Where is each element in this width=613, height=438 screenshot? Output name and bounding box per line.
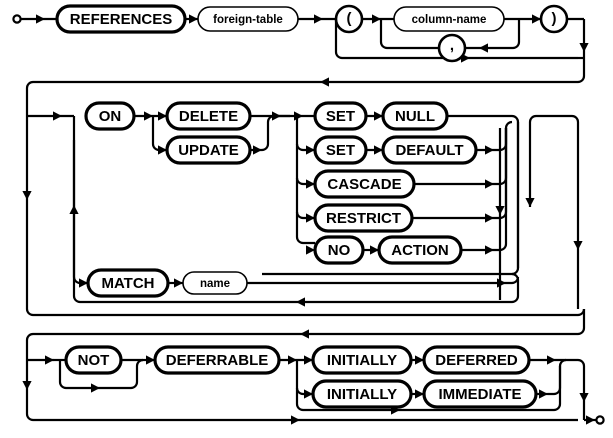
arrow-icon — [532, 14, 541, 24]
token-set-default-label: SET — [326, 142, 355, 159]
arrow-icon — [22, 381, 32, 390]
token-deferrable-label: DEFERRABLE — [166, 352, 269, 369]
arrow-icon — [479, 43, 488, 53]
arrow-icon — [320, 77, 329, 87]
token-comma — [437, 33, 467, 63]
token-action-label: ACTION — [391, 242, 449, 259]
rail-merge-b — [494, 120, 513, 152]
arrow-icon — [495, 206, 505, 215]
token-set-null-label: SET — [326, 108, 355, 125]
arrow-icon — [69, 205, 79, 214]
arrow-icon — [579, 43, 589, 52]
rail-group3-out — [566, 358, 586, 420]
end-cap-icon — [595, 415, 605, 425]
rail-fan-initially2 — [295, 387, 313, 396]
rail-match-merge — [506, 276, 520, 285]
token-immediate-label: IMMEDIATE — [438, 386, 521, 403]
token-references-label: REFERENCES — [70, 11, 173, 28]
arrow-icon — [91, 383, 100, 393]
token-restrict-label: RESTRICT — [326, 210, 401, 227]
rail-wrap-1to2 — [25, 75, 586, 110]
arrow-icon — [288, 355, 297, 365]
token-cascade-label: CASCADE — [327, 176, 401, 193]
arrow-icon — [189, 14, 198, 24]
row-references: REFERENCES foreign-table ( column-name — [12, 4, 589, 110]
start-cap-icon — [12, 14, 22, 24]
arrow-icon — [485, 245, 494, 255]
arrow-icon — [22, 191, 32, 200]
row-on-match: ON DELETE UPDATE — [22, 101, 586, 350]
rail-branch-update — [151, 116, 167, 152]
arrow-icon — [586, 415, 595, 425]
rail-update-merge — [250, 114, 290, 152]
rail-comma-loop-left — [379, 19, 439, 50]
arrow-icon — [573, 241, 583, 250]
arrow-icon — [372, 14, 381, 24]
token-update-label: UPDATE — [178, 142, 239, 159]
token-no-label: NO — [328, 242, 351, 259]
arrow-icon — [497, 278, 506, 288]
token-lparen-label: ( — [347, 10, 352, 27]
rail-comma-loop-right — [465, 19, 521, 50]
token-name-label: name — [200, 278, 230, 290]
arrow-icon — [539, 389, 548, 399]
token-default-label: DEFAULT — [395, 142, 463, 159]
arrow-icon — [45, 355, 54, 365]
token-deferred-label: DEFERRED — [435, 352, 518, 369]
token-initially-2-label: INITIALLY — [327, 386, 397, 403]
arrow-icon — [53, 111, 62, 121]
rail-fan-setdefault — [295, 143, 315, 152]
rail-merge-skip — [480, 366, 562, 412]
rail-fan-cascade — [295, 177, 315, 186]
token-match-label: MATCH — [101, 275, 154, 292]
token-rparen-label: ) — [552, 10, 557, 27]
arrow-icon — [485, 213, 494, 223]
rail-not-skip — [58, 358, 144, 390]
rail-group2-bypass — [25, 110, 578, 317]
arrow-icon — [144, 111, 153, 121]
rail-fan-restrict — [295, 211, 315, 220]
token-initially-1-label: INITIALLY — [327, 352, 397, 369]
arrow-icon — [174, 278, 183, 288]
arrow-icon — [485, 145, 494, 155]
token-not-label: NOT — [78, 352, 110, 369]
token-null-label: NULL — [395, 108, 435, 125]
rail-group2-exit-right — [571, 114, 580, 309]
rail-on-group-out — [528, 114, 572, 123]
arrow-icon — [272, 111, 281, 121]
token-column-name-label: column-name — [412, 14, 487, 26]
arrow-icon — [300, 329, 309, 339]
arrow-icon — [485, 179, 494, 189]
arrow-icon — [296, 297, 305, 307]
row-deferrable: NOT DEFERRABLE INITIALLY — [22, 345, 605, 425]
arrow-icon — [547, 355, 556, 365]
rail-paren-bypass — [334, 19, 578, 60]
arrow-icon — [314, 14, 323, 24]
arrow-icon — [579, 393, 589, 402]
arrow-icon — [36, 14, 45, 24]
rail-merge-immediate — [548, 358, 567, 396]
rail-action-fanout — [295, 116, 315, 245]
arrow-icon — [525, 198, 535, 207]
rail-group2-repeat — [72, 140, 520, 304]
token-foreign-table-label: foreign-table — [213, 14, 283, 26]
token-comma-label: , — [450, 37, 454, 54]
rail-initially-skip — [295, 360, 480, 412]
rail-group3-bypass — [25, 350, 578, 422]
token-delete-label: DELETE — [179, 108, 238, 125]
rail-choice-on-match — [72, 116, 88, 285]
arrow-icon — [253, 145, 262, 155]
arrow-icon — [291, 415, 300, 425]
token-on-label: ON — [99, 108, 122, 125]
